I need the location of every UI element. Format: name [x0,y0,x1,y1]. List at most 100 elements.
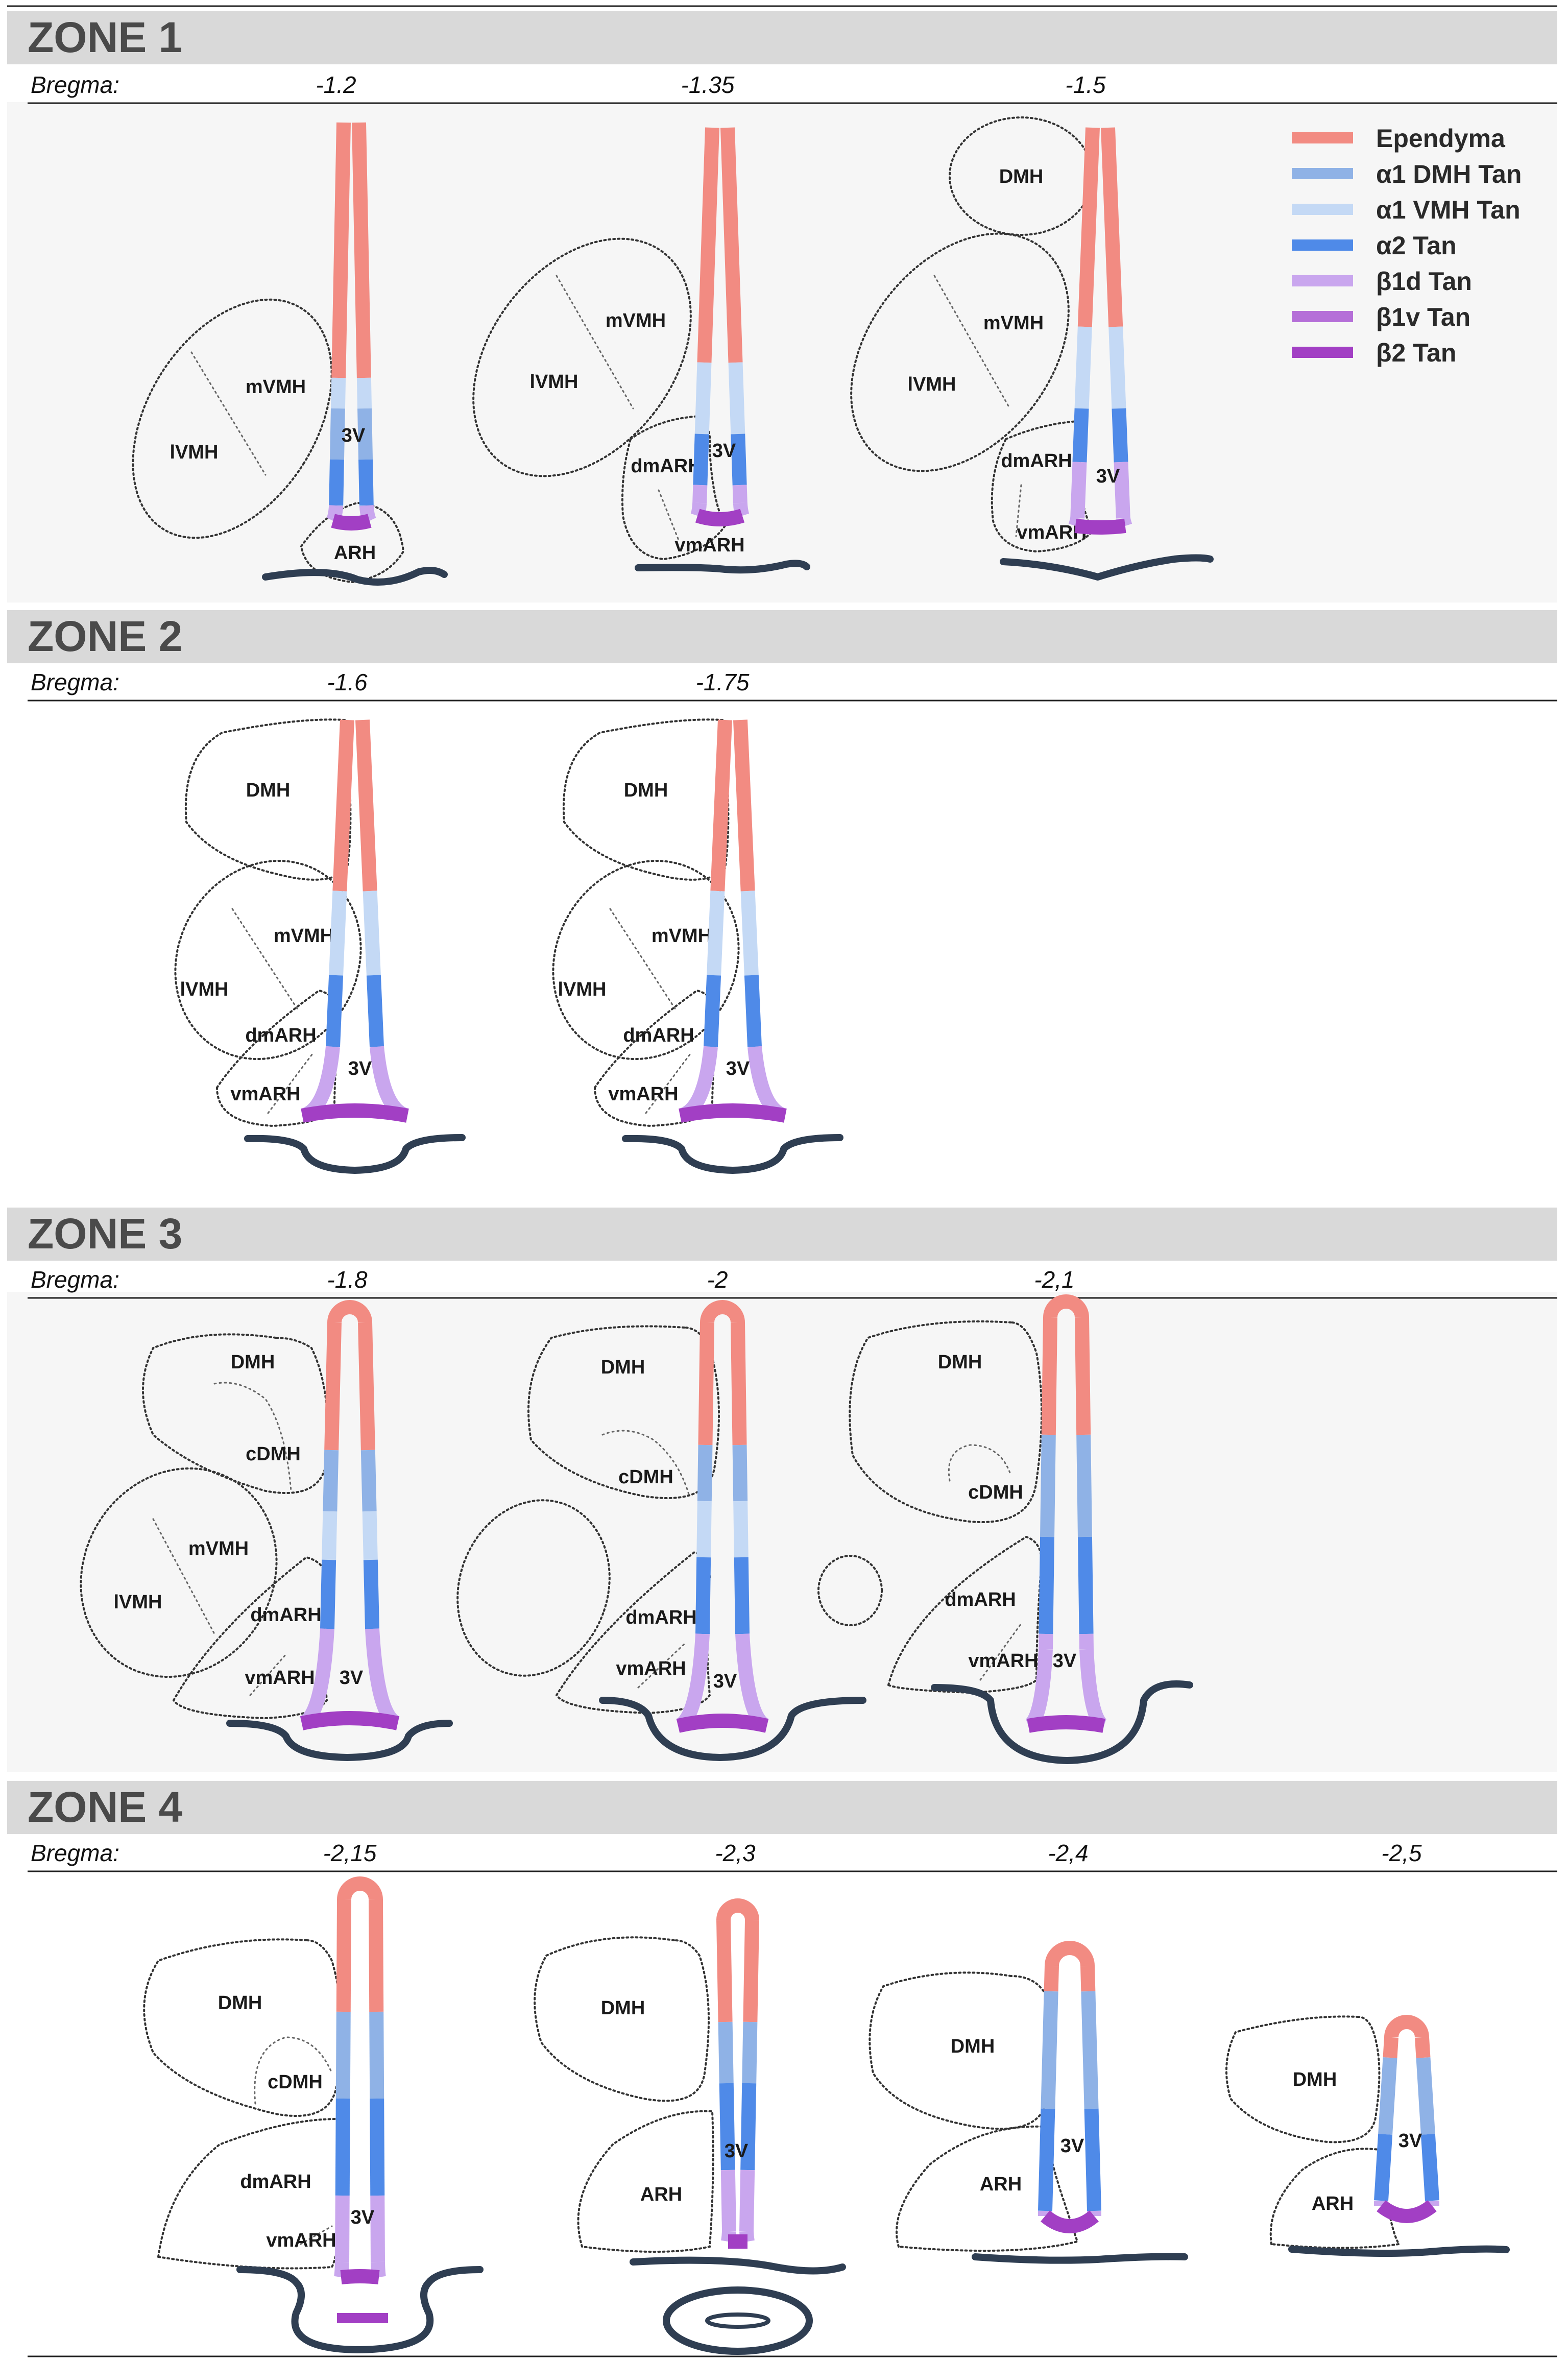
region-label-ARH: ARH [640,2184,682,2205]
brain-floor [599,1697,866,1761]
cdmh-divider [254,2036,333,2105]
ventricle-floor [1377,2200,1437,2223]
arh-outline [577,2110,714,2253]
ventricle-wall-left [329,890,347,976]
zone-title: ZONE 1 [28,13,182,61]
region-label-mVMH: mVMH [188,1538,249,1559]
ventricle-floor [300,1711,399,1730]
ventricle-wall-left [1038,2108,1055,2211]
ventricle-wall-left [1044,1965,1059,1992]
ventricle-wall-right [1076,1434,1092,1537]
ventricle-top [716,1898,759,1921]
brain-floor [226,1720,453,1761]
ventricle-wall-right [352,122,371,378]
ventricle-wall-right [734,1557,750,1634]
ventricle-wall-right [1077,1536,1094,1634]
ventricle-wall-left [324,1322,342,1451]
arh-divider [658,489,680,542]
brain-floor [1288,2245,1510,2257]
zone-header-bar [7,11,1557,64]
region-label-DMH: DMH [624,780,668,801]
vmh-divider [152,1518,215,1635]
bregma-label: Bregma: [31,1266,119,1293]
region-label-mVMH: mVMH [983,312,1044,334]
ventricle-wall-left [335,2195,350,2262]
region-label-lVMH: lVMH [908,374,956,395]
ventricle-wall-left [707,890,725,976]
ventricle-wall-left [1070,462,1087,519]
ventricle-wall-right [1081,1991,1099,2109]
vmh-divider [609,908,678,1012]
ventricle-wall-right [731,1322,747,1445]
ventricle-top [700,1300,745,1323]
ventricle-wall-left [1039,1536,1055,1634]
ventricle-wall-right [743,1919,759,2022]
bregma-value: -2,1 [1034,1266,1074,1293]
region-label-dmARH: dmARH [1001,450,1072,472]
region-label-dmARH: dmARH [245,1025,316,1046]
ventricle-floor [301,1103,409,1123]
ventricle-wall-left [332,719,354,892]
vmh-outline [80,1467,278,1678]
other-outline [456,1499,611,1677]
ventricle-wall-right [1415,2037,1431,2058]
region-label-dmARH: dmARH [625,1607,696,1628]
ventricle-wall-right [1420,2134,1439,2201]
ventricle-wall-left [1041,1991,1058,2109]
region-label-mVMH: mVMH [274,925,334,947]
arh-divider [249,1653,287,1696]
cdmh-divider [213,1382,292,1492]
region-label-DMH: DMH [601,1997,645,2019]
other-outline [817,1555,883,1626]
bregma-label: Bregma: [31,71,119,98]
region-label-vmARH: vmARH [674,535,744,556]
zone-header-bar [7,1208,1557,1261]
region-label-mVMH: mVMH [246,376,306,398]
ventricle-wall-right [1075,1317,1091,1435]
ventricle-wall-right [360,1450,377,1512]
ventricle-wall-left [322,1511,337,1560]
region-label-DMH: DMH [246,780,291,801]
floor-ring-inner [705,2312,770,2329]
ventricle-wall-left [331,122,351,378]
region-label-lVMH: lVMH [180,979,229,1000]
dmh-outline [849,1320,1043,1523]
vmh-outline [174,859,362,1061]
brain-floor [931,1680,1193,1764]
bregma-value: -2,3 [715,1840,756,1866]
dmh-outline [184,718,352,881]
zone-title: ZONE 3 [28,1210,182,1258]
dmh-outline [562,718,730,881]
ventricle-wall-right [1114,462,1130,519]
brain-floor [635,560,810,574]
region-label-DMH: DMH [601,1357,645,1378]
ventricle-wall-right [1101,127,1123,327]
ventricle-label-3V: 3V [1398,2130,1422,2152]
arh-divider [979,1623,1022,1681]
ventricle-wall-left [329,459,344,506]
ventricle-wall-right [728,362,745,435]
ventricle-label-3V: 3V [340,1667,364,1689]
ventricle-wall-left [320,1559,336,1629]
bregma-label: Bregma: [31,1840,119,1866]
ventricle-wall-right [732,1444,748,1502]
ventricle-wall-left [1074,326,1092,409]
region-label-vmARH: vmARH [608,1083,678,1105]
brain-floor [622,1134,843,1174]
ventricle-wall-right [1416,2057,1435,2135]
ventricle-wall-left [323,1450,339,1512]
region-label-vmARH: vmARH [245,1667,315,1689]
arh-divider [1015,484,1022,537]
ventricle-wall-left [1041,1317,1057,1435]
ventricle-wall-right [744,975,762,1047]
ventricle-label-3V: 3V [351,2207,375,2228]
ventricle-bottom-left [690,502,707,518]
arh-outline [887,1535,1043,1694]
region-label-mVMH: mVMH [606,310,666,331]
